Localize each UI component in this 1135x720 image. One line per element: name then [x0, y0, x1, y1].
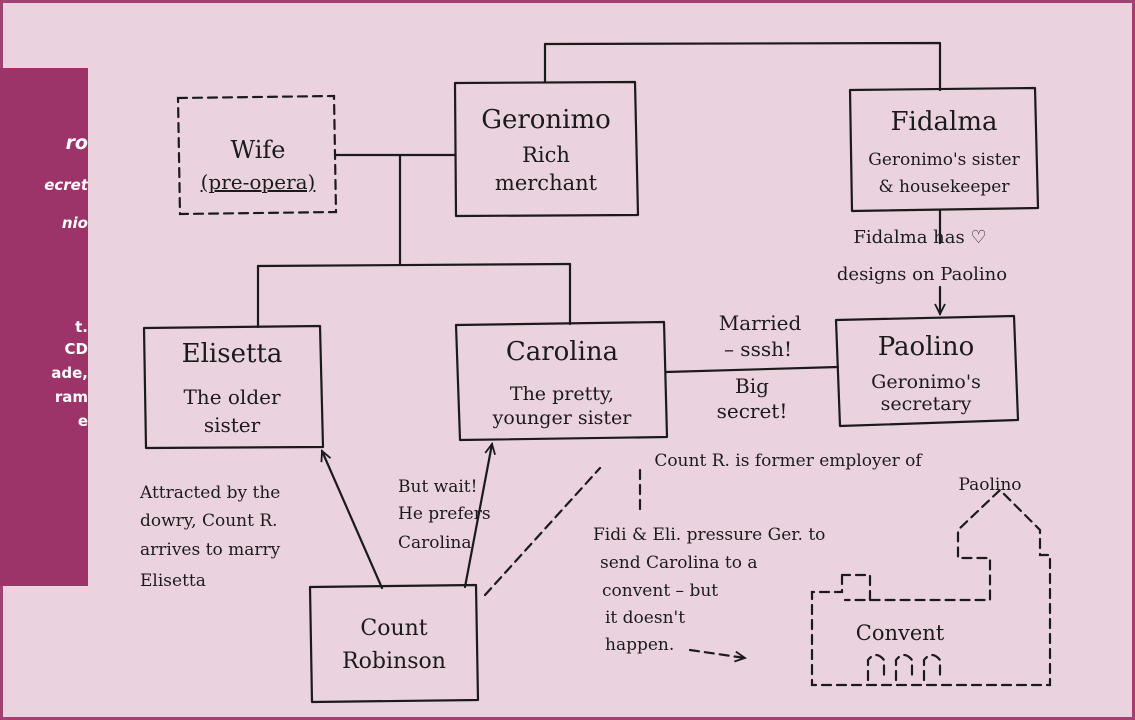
count-line1: Count: [360, 616, 427, 641]
pressure-line3: convent – but: [602, 581, 718, 601]
convent-windows: [866, 653, 942, 682]
pressure-line4: it doesn't: [605, 608, 685, 628]
paolino-line3: secretary: [881, 393, 972, 415]
sidebar-panel: ro ecret nio t. CD ade, ram e: [0, 68, 88, 586]
attracted-arrow: [320, 449, 384, 590]
geronimo-box: [453, 80, 640, 218]
designs-note-line2: designs on Paolino: [837, 264, 1007, 285]
sibling-connector: [543, 41, 942, 92]
married-note-line1: Married: [719, 311, 802, 335]
elisetta-line3: sister: [204, 413, 261, 437]
fidalma-name: Fidalma: [891, 107, 998, 137]
carolina-box: [454, 320, 669, 442]
count-robinson-box: [308, 583, 480, 704]
attracted-line4: Elisetta: [140, 571, 206, 591]
fidalma-box: [848, 86, 1040, 213]
attracted-line2: dowry, Count R.: [140, 511, 278, 531]
former-employer-link: [483, 466, 602, 597]
geronimo-name: Geronimo: [481, 105, 611, 135]
fidalma-line2: Geronimo's sister: [868, 150, 1020, 170]
wife-box: [176, 94, 338, 216]
former-employer-line1: Count R. is former employer of: [654, 451, 923, 471]
carolina-line3: younger sister: [492, 407, 633, 429]
attracted-line1: Attracted by the: [139, 483, 280, 503]
sidebar-line: ram: [54, 388, 88, 406]
sidebar-line: e: [77, 412, 88, 430]
secret-note-line1: Big: [735, 374, 769, 398]
prefers-arrow: [463, 442, 496, 589]
pressure-line2: send Carolina to a: [600, 553, 758, 573]
designs-note-line1: Fidalma has ♡: [853, 227, 986, 248]
but-wait-line2: He prefers: [398, 504, 491, 524]
paolino-name: Paolino: [878, 332, 975, 362]
fidalma-line3: & housekeeper: [879, 177, 1011, 197]
convent-icon: [810, 488, 1052, 687]
count-line2: Robinson: [342, 649, 446, 674]
geronimo-line2: Rich: [522, 143, 570, 167]
former-employer-line2: Paolino: [958, 475, 1021, 495]
married-note-line2: – sssh!: [724, 337, 792, 361]
sidebar-line: ade,: [51, 364, 88, 382]
but-wait-line3: Carolina: [398, 533, 471, 553]
sidebar-line: ecret: [44, 176, 88, 194]
attracted-line3: arrives to marry: [140, 540, 281, 560]
sidebar-line: nio: [61, 214, 88, 232]
secret-marriage-line: [664, 365, 840, 374]
convent-arrow: [688, 648, 747, 663]
elisetta-box: [142, 324, 325, 450]
elisetta-name: Elisetta: [182, 339, 283, 369]
sidebar-line: ro: [65, 132, 88, 154]
convent-label: Convent: [856, 621, 945, 645]
secret-note-line2: secret!: [717, 399, 788, 423]
sidebar-line: CD: [64, 340, 88, 358]
sidebar-line: t.: [75, 318, 88, 336]
wife-label: Wife: [230, 136, 285, 164]
pressure-line5: happen.: [605, 635, 674, 655]
elisetta-line2: The older: [183, 385, 280, 409]
pressure-line1: Fidi & Eli. pressure Ger. to: [593, 525, 825, 545]
carolina-name: Carolina: [506, 337, 618, 367]
children-bar: [256, 262, 572, 268]
geronimo-line3: merchant: [495, 171, 598, 195]
paolino-box: [834, 314, 1020, 428]
carolina-line2: The pretty,: [510, 383, 614, 405]
wife-sublabel: (pre-opera): [201, 170, 316, 194]
paolino-line2: Geronimo's: [871, 371, 981, 393]
but-wait-line1: But wait!: [398, 477, 477, 497]
